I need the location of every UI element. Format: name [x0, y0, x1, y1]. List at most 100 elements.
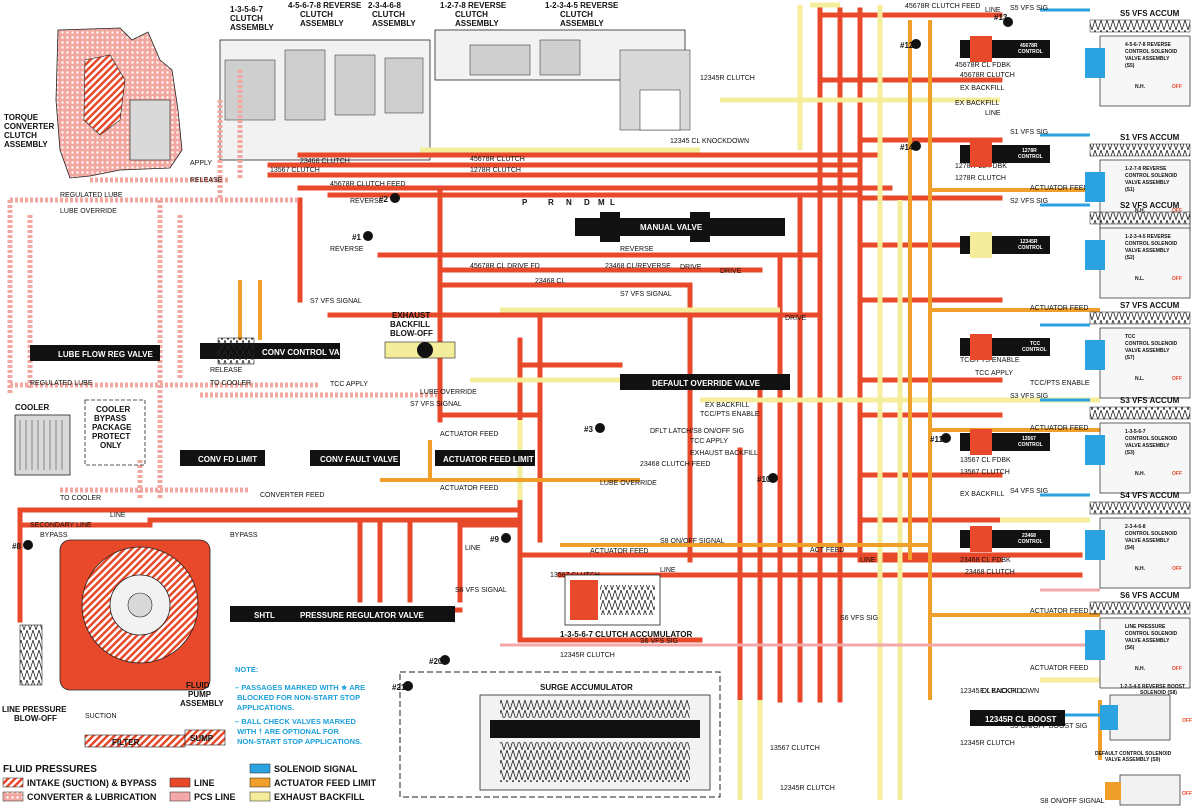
default-solenoid-state: OFF	[1182, 791, 1192, 797]
lube-flow-reg-valve-label: LUBE FLOW REG VALVE	[58, 350, 153, 359]
label-regulated-lube-2: REGULATED LUBE	[30, 380, 93, 387]
shtl-label: SHTL	[254, 611, 275, 620]
solenoid-nh: N.L.	[1135, 276, 1145, 282]
label-line-4: LINE	[985, 110, 1001, 117]
checkball: #1	[352, 231, 373, 242]
label-45678r-feed-2: 45678R CLUTCH FEED	[905, 3, 980, 10]
label-release-2: RELEASE	[190, 177, 223, 184]
label-23468-cl: 23468 CL	[535, 278, 565, 285]
gear-position: M	[598, 198, 605, 207]
label-45678r-feed: 45678R CLUTCH FEED	[330, 181, 405, 188]
valves: MANUAL VALVE LUBE FLOW REG VALVE CONV CO…	[30, 36, 1065, 726]
legend-item: CONVERTER & LUBRICATION	[2, 791, 156, 802]
label-12345r-clutch-4: 12345R CLUTCH	[780, 785, 835, 792]
filter-label: FILTER	[112, 738, 140, 747]
solenoid-accum-label: S2 VFS ACCUM	[1120, 201, 1180, 210]
torque-converter: TORQUE CONVERTER CLUTCH ASSEMBLY	[4, 27, 183, 179]
solenoid-state: OFF	[1172, 566, 1182, 572]
legend-item: LINE	[169, 777, 215, 788]
label-actuator-feed-8: ACTUATOR FEED	[1030, 665, 1088, 672]
label-reverse: REVERSE	[350, 198, 384, 205]
sump-label: SUMP	[190, 734, 214, 743]
label-converter-feed: CONVERTER FEED	[260, 492, 324, 499]
solenoid-nh: N.H.	[1135, 566, 1146, 572]
legend-label: INTAKE (SUCTION) & BYPASS	[27, 778, 157, 788]
label-ex-backfill-2: EX BACKFILL	[960, 85, 1004, 92]
checkball-label: #21	[392, 683, 406, 692]
solenoid-name: VALVE ASSEMBLY	[1125, 638, 1170, 644]
conv-fd-limit-body	[180, 450, 265, 466]
pressure-regulator-valve-body	[230, 606, 455, 622]
label-23468-cl-reverse: 23468 CL/REVERSE	[605, 263, 671, 270]
legend-label: LINE	[194, 778, 215, 788]
legend-swatch	[169, 777, 191, 788]
label-reverse-2: REVERSE	[330, 246, 364, 253]
actuator-feed-limit-label: ACTUATOR FEED LIMIT	[443, 455, 534, 464]
note-body: – PASSAGES MARKED WITH ★ ARE BLOCKED FOR…	[235, 683, 365, 746]
solenoid-state: OFF	[1172, 471, 1182, 477]
checkball: #9	[490, 533, 511, 544]
solenoid-name: (S2)	[1125, 255, 1135, 261]
label-12345-knockdown-2: 12345 CL KNOCKDOWN	[960, 688, 1039, 695]
label-tcc-pts-enable: TCC/PTS ENABLE	[700, 411, 760, 418]
legend-swatch	[249, 763, 271, 774]
solenoid-name: VALVE ASSEMBLY	[1125, 56, 1170, 62]
lube-flow-reg-valve-body	[30, 345, 160, 361]
legend-label: EXHAUST BACKFILL	[274, 792, 365, 802]
label-ex-backfill: EX BACKFILL	[705, 402, 749, 409]
solenoid-name: (S7)	[1125, 355, 1135, 361]
checkball: #10	[757, 473, 778, 484]
label-s6-vfs-sig-2: S6 VFS SIG	[840, 615, 878, 622]
label-45678r-cl-drive-fd: 45678R CL DRIVE FD	[470, 263, 540, 270]
label-13567-fdbk: 13567 CL FDBK	[960, 457, 1011, 464]
clutch-assemblies-drawing	[219, 29, 691, 161]
boost-valve-label: 12345R CL BOOST	[985, 715, 1057, 724]
checkball: #12	[900, 39, 921, 50]
checkball: #21	[392, 681, 413, 692]
accum-13567-label: 1-3-5-6-7 CLUTCH ACCUMULATOR	[560, 630, 693, 639]
label-actuator-feed-2: ACTUATOR FEED	[440, 485, 498, 492]
note: NOTE: – PASSAGES MARKED WITH ★ ARE BLOCK…	[235, 665, 365, 746]
solenoid-nh: N.H.	[1135, 471, 1146, 477]
solenoid-accum-label: S5 VFS ACCUM	[1120, 9, 1180, 18]
default-override-valve-body	[620, 374, 790, 390]
solenoid-name: CONTROL SOLENOID	[1125, 531, 1178, 537]
label-line-3: LINE	[660, 567, 676, 574]
legend-title: FLUID PRESSURES	[3, 764, 97, 775]
label-s1-vfs-sig: S1 VFS SIG	[1010, 129, 1048, 136]
solenoid-nh: N.H.	[1135, 84, 1146, 90]
solenoid-name: CONTROL SOLENOID	[1125, 436, 1178, 442]
checkball: #11	[930, 433, 951, 444]
exhaust-backfill-passages	[420, 2, 1120, 800]
solenoid-name: VALVE ASSEMBLY	[1125, 248, 1170, 254]
label-lube-override-3: LUBE OVERRIDE	[600, 480, 657, 487]
pcs-and-signal-passages	[500, 8, 1110, 717]
surge-accumulator: SURGE ACCUMULATOR	[399, 671, 721, 798]
conv-fault-valve-body	[310, 450, 400, 466]
checkball: #20	[429, 655, 450, 666]
legend-label: ACTUATOR FEED LIMIT	[274, 778, 377, 788]
label-regulated-lube: REGULATED LUBE	[60, 192, 123, 199]
solenoid-accum-label: S6 VFS ACCUM	[1120, 591, 1180, 600]
label-bypass-2: BYPASS	[230, 532, 258, 539]
solenoid-name: CONTROL SOLENOID	[1125, 173, 1178, 179]
solenoid-name: TCC	[1125, 334, 1136, 340]
label-tcc-apply: TCC APPLY	[330, 381, 368, 388]
solenoid-state: OFF	[1172, 376, 1182, 382]
